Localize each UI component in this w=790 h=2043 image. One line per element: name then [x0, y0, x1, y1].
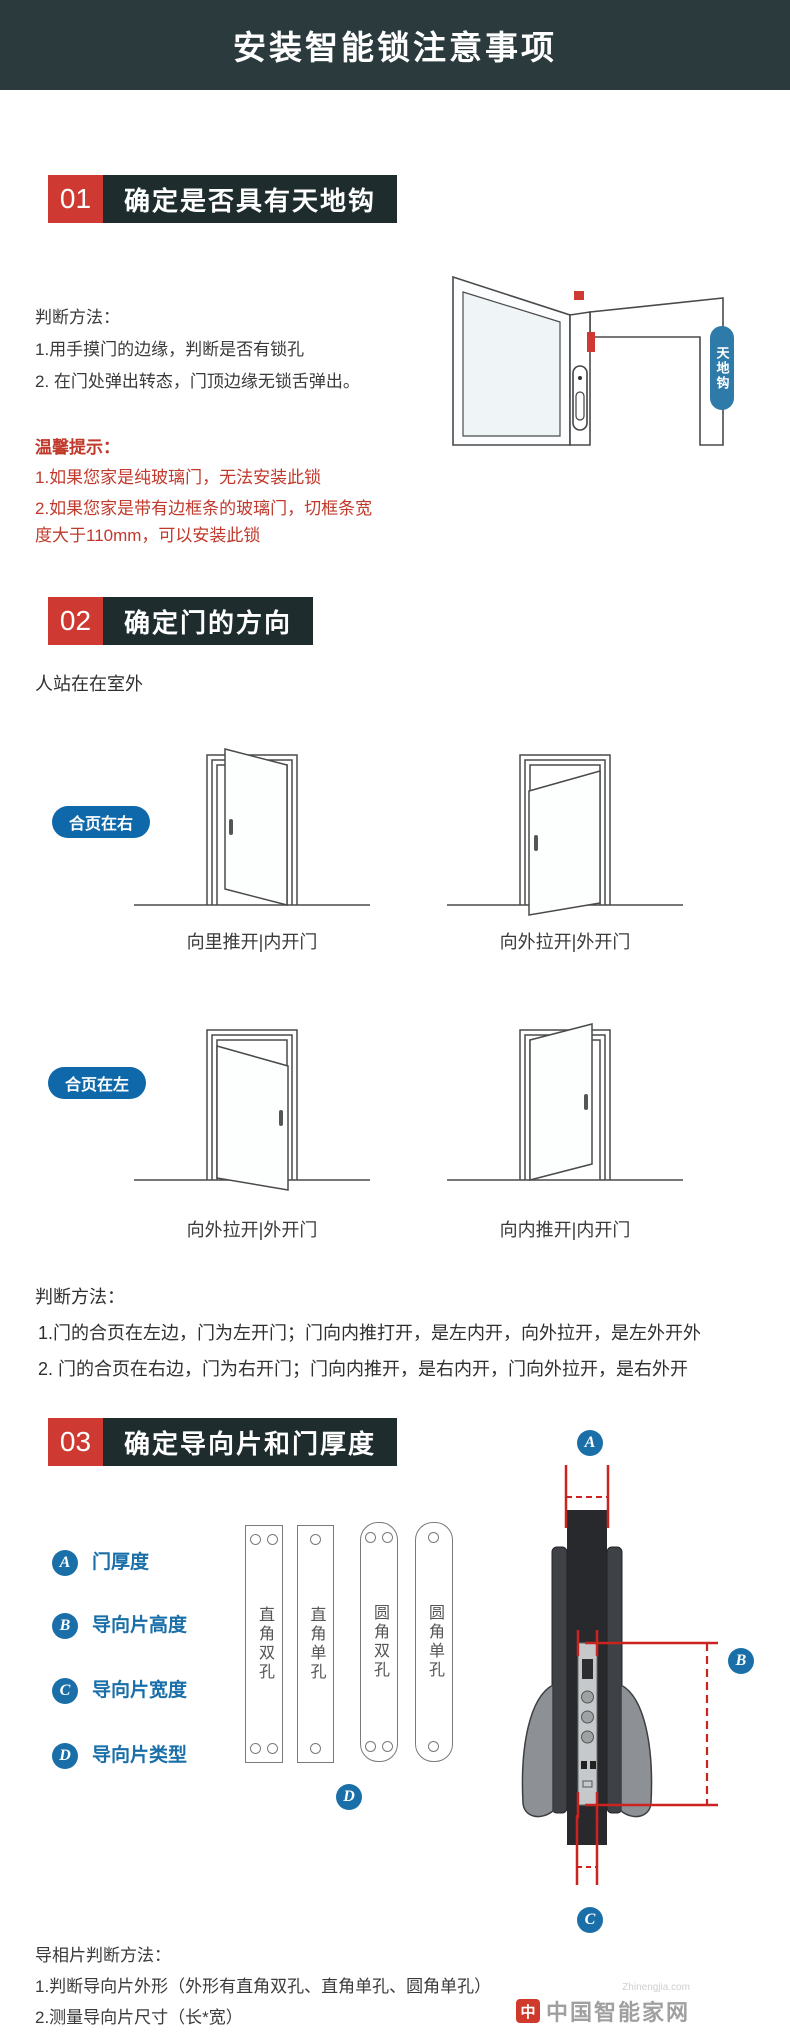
section3-title-bar: 03 确定导向片和门厚度 — [48, 1418, 398, 1466]
section3-title: 确定导向片和门厚度 — [103, 1418, 398, 1466]
top-hook-bolt — [574, 291, 584, 300]
lock-marker-a: A — [577, 1430, 603, 1456]
sky-earth-hook-label: 天地钩 — [710, 326, 734, 410]
s2-intro: 人站在在室外 — [35, 674, 143, 694]
row1-right-caption: 向外拉开|外开门 — [499, 932, 631, 952]
guide-plate-round-double: 圆角双孔 — [360, 1522, 398, 1762]
hinge-left-badge: 合页在左 — [48, 1067, 147, 1099]
row2-left-caption: 向外拉开|外开门 — [186, 1220, 318, 1240]
plate-label: 圆角双孔 — [371, 1604, 388, 1680]
legend-label-d: 导向片类型 — [92, 1745, 188, 1766]
s1-tips-title: 温馨提示： — [35, 438, 120, 457]
measure-c-lines — [575, 1815, 599, 1885]
guide-plate-square-single: 直角单孔 — [297, 1525, 334, 1763]
s2-method-line2: 2. 门的合页在右边，门为右开门；门向内推开，是右内开，门向外拉开，是右外开 — [38, 1359, 689, 1379]
left-handle — [521, 1683, 554, 1818]
watermark-site-name: 中国智能家网 — [545, 2000, 690, 2025]
watermark: Zhinengjia.com 中 中国智能家网 — [470, 1982, 690, 2027]
plate-label: 直角双孔 — [256, 1606, 273, 1682]
lock-marker-c: C — [577, 1907, 603, 1933]
s1-method-line1: 1.用手摸门的边缘，判断是否有锁孔 — [35, 340, 305, 359]
door-handle — [534, 835, 538, 851]
s1-method-line2: 2. 在门处弹出转态，门顶边缘无锁舌弹出。 — [35, 372, 360, 391]
page-title: 安装智能锁注意事项 — [0, 0, 790, 90]
s1-tips-line1: 1.如果您家是纯玻璃门，无法安装此锁 — [35, 468, 322, 487]
guide-plate-square-double: 直角双孔 — [245, 1525, 283, 1763]
s3-method-line2: 2.测量导向片尺寸（长*宽） — [35, 2008, 243, 2027]
plate-type-marker-d: D — [336, 1784, 362, 1810]
door-handle — [229, 819, 233, 835]
section1-title-bar: 01 确定是否具有天地钩 — [48, 175, 398, 223]
door-diagram-outward-hinge-right — [447, 754, 683, 916]
door-diagram-outward-hinge-left — [134, 1029, 370, 1191]
guide-plate-round-single: 圆角单孔 — [415, 1522, 453, 1762]
section1-number: 01 — [48, 175, 103, 223]
section2-number: 02 — [48, 597, 103, 645]
right-handle — [620, 1683, 653, 1818]
legend-marker-a: A — [52, 1550, 78, 1576]
door-handle — [279, 1110, 283, 1126]
measure-b-lines — [576, 1630, 718, 1818]
open-door-illustration — [452, 275, 724, 446]
s1-tips-line3: 度大于110mm，可以安装此锁 — [35, 526, 261, 545]
plate-label: 圆角单孔 — [426, 1604, 443, 1680]
side-bolt — [587, 332, 595, 352]
row2-right-caption: 向内推开|内开门 — [499, 1220, 631, 1240]
door-handle — [584, 1094, 588, 1110]
legend-label-c: 导向片宽度 — [92, 1680, 188, 1701]
legend-label-a: 门厚度 — [92, 1552, 150, 1573]
hinge-right-badge: 合页在右 — [52, 806, 151, 838]
section1-title: 确定是否具有天地钩 — [103, 175, 398, 223]
door-diagram-inward-hinge-left — [447, 1023, 683, 1181]
legend-marker-d: D — [52, 1743, 78, 1769]
plate-label: 直角单孔 — [307, 1606, 325, 1682]
lock-measurement-illustration — [521, 1465, 718, 1885]
legend-marker-b: B — [52, 1613, 78, 1639]
door-diagram-inward-hinge-right — [134, 748, 370, 906]
legend-label-b: 导向片高度 — [92, 1615, 188, 1636]
legend-marker-c: C — [52, 1678, 78, 1704]
lock-marker-b: B — [728, 1648, 754, 1674]
watermark-logo-icon: 中 — [515, 1999, 540, 2023]
s2-method-line1: 1.门的合页在左边，门为左开门；门向内推打开，是左内开，向外拉开，是左外开外 — [38, 1323, 702, 1343]
section2-title-bar: 02 确定门的方向 — [48, 597, 314, 645]
s3-method-line1: 1.判断导向片外形（外形有直角双孔、直角单孔、圆角单孔） — [35, 1977, 492, 1996]
watermark-latin: Zhinengjia.com — [622, 1982, 690, 1993]
section3-number: 03 — [48, 1418, 103, 1466]
row1-left-caption: 向里推开|内开门 — [186, 932, 318, 952]
s1-tips-line2: 2.如果您家是带有边框条的玻璃门，切框条宽 — [35, 499, 373, 518]
s2-method-title: 判断方法： — [35, 1287, 125, 1307]
s1-method-title: 判断方法： — [35, 308, 120, 327]
s3-method-title: 导相片判断方法： — [35, 1946, 171, 1965]
section2-title: 确定门的方向 — [103, 597, 314, 645]
